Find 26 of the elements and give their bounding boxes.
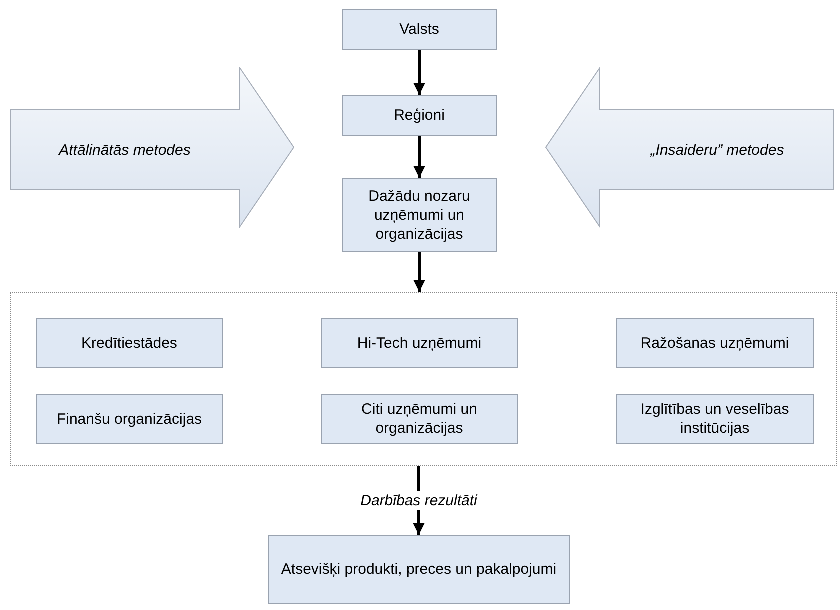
arrow bbox=[414, 136, 426, 178]
process-box bbox=[616, 394, 814, 444]
process-box bbox=[321, 318, 518, 368]
node-label: Kredītiestādes bbox=[82, 334, 178, 352]
arrow bbox=[414, 50, 426, 95]
node-label: Finanšu organizācijas bbox=[56, 410, 202, 428]
node-label: Atsevišķi produkti, preces un pakalpojumi bbox=[281, 560, 557, 579]
node-label: Ražošanas uzņēmumi bbox=[640, 334, 790, 352]
process-box bbox=[321, 394, 518, 444]
arrow bbox=[414, 252, 426, 292]
node-label: Izglītības un veselības institūcijas bbox=[640, 400, 790, 438]
process-box bbox=[36, 394, 223, 444]
process-box bbox=[342, 178, 497, 252]
process-box bbox=[342, 95, 497, 136]
node-label: Reģioni bbox=[394, 106, 445, 125]
node-label: Hi-Tech uzņēmumi bbox=[357, 334, 482, 352]
process-box bbox=[342, 9, 497, 50]
node-label: Dažādu nozaru uzņēmumi un organizācijas bbox=[368, 186, 472, 244]
process-box bbox=[268, 535, 570, 604]
node-label: Citi uzņēmumi un organizācijas bbox=[360, 400, 478, 438]
node-label: „Insaideru” metodes bbox=[650, 140, 784, 160]
process-box bbox=[36, 318, 223, 368]
dotted-frame bbox=[10, 292, 837, 466]
node-label: Valsts bbox=[400, 20, 440, 39]
node-label: Attālinātās metodes bbox=[59, 140, 191, 160]
process-box bbox=[616, 318, 814, 368]
